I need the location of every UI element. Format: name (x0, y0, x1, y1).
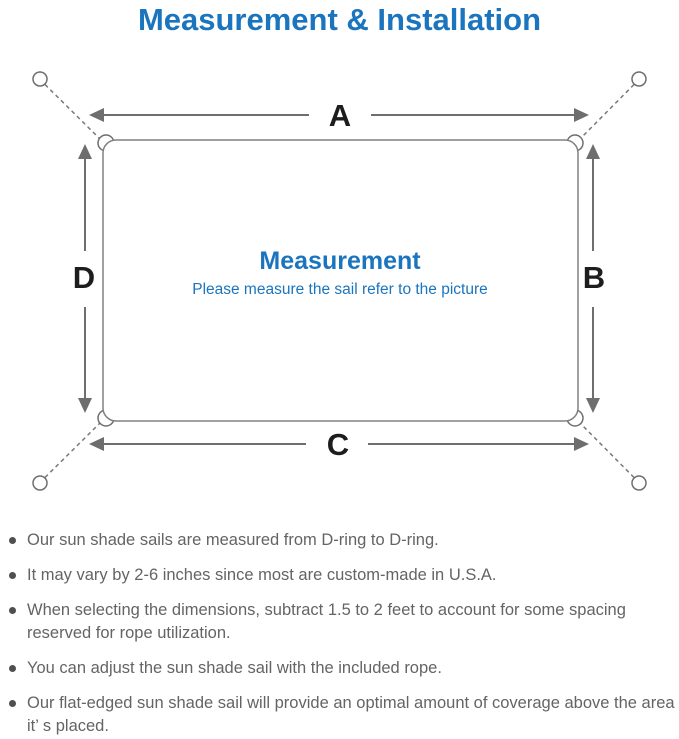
rope-top-left (44, 83, 103, 142)
bullet-dot-icon (9, 572, 16, 579)
sail-outline (102, 139, 579, 422)
dimension-label-b: B (583, 260, 605, 295)
diagram-center-title: Measurement (259, 247, 421, 275)
diagram-center-subtitle: Please measure the sail refer to the pic… (192, 281, 488, 298)
list-item: It may vary by 2-6 inches since most are… (9, 564, 675, 587)
bullet-dot-icon (9, 665, 16, 672)
list-item: Our sun shade sails are measured from D-… (9, 529, 675, 552)
list-item: You can adjust the sun shade sail with t… (9, 657, 675, 680)
note-text: You can adjust the sun shade sail with t… (27, 659, 442, 677)
anchor-point-icon (32, 475, 48, 491)
rope-top-right (577, 83, 635, 142)
arrowhead-right-icon (574, 437, 589, 451)
rope-bottom-left (44, 420, 103, 479)
arrowhead-up-icon (586, 144, 600, 159)
arrowhead-right-icon (574, 108, 589, 122)
list-item: Our flat-edged sun shade sail will provi… (9, 692, 675, 738)
corner-rope-lines (44, 83, 635, 479)
anchor-point-icon (631, 475, 647, 491)
arrowhead-left-icon (89, 437, 104, 451)
bullet-dot-icon (9, 607, 16, 614)
anchor-point-icon (32, 71, 48, 87)
note-text: It may vary by 2-6 inches since most are… (27, 566, 497, 584)
measurement-diagram: A C D B Measurement Please measure the s… (32, 71, 647, 491)
bullet-dot-icon (9, 537, 16, 544)
dimension-arrow-heads (78, 108, 600, 451)
arrowhead-up-icon (78, 144, 92, 159)
note-text: Our sun shade sails are measured from D-… (27, 531, 439, 549)
anchor-point-icon (631, 71, 647, 87)
dimension-label-a: A (329, 98, 351, 133)
arrowhead-down-icon (78, 398, 92, 413)
notes-list: Our sun shade sails are measured from D-… (9, 529, 675, 739)
page-title: Measurement & Installation (137, 2, 542, 37)
anchor-points (32, 71, 647, 491)
bullet-dot-icon (9, 700, 16, 707)
arrowhead-left-icon (89, 108, 104, 122)
note-text: When selecting the dimensions, subtract … (27, 601, 626, 642)
arrowhead-down-icon (586, 398, 600, 413)
dimension-arrow-lines (84, 114, 594, 445)
dimension-label-d: D (73, 260, 95, 295)
dimension-label-c: C (327, 427, 349, 462)
note-text: Our flat-edged sun shade sail will provi… (27, 694, 675, 735)
list-item: When selecting the dimensions, subtract … (9, 599, 675, 645)
rope-bottom-right (577, 420, 635, 479)
